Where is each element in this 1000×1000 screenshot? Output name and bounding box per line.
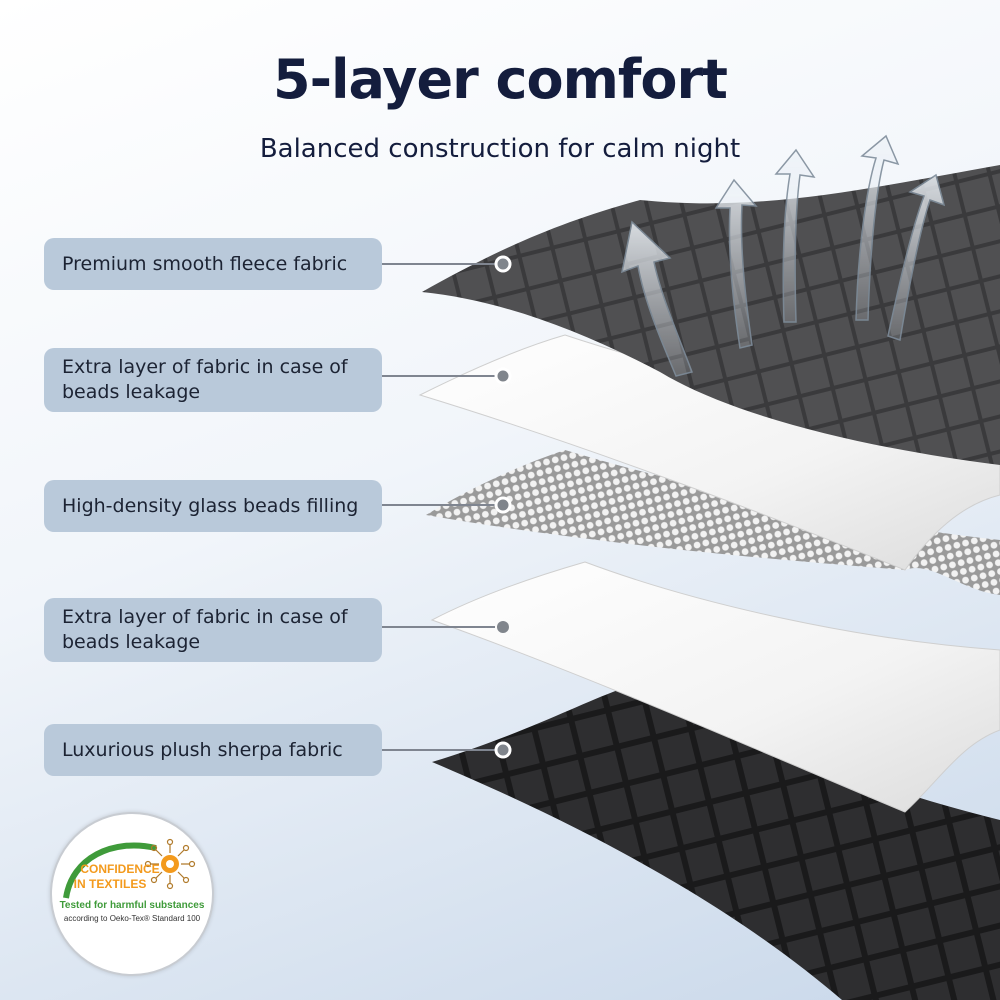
layer-label-beads: High-density glass beads filling (44, 480, 382, 532)
layer-label-fleece: Premium smooth fleece fabric (44, 238, 382, 290)
fleece-layer (422, 165, 1000, 465)
badge-line-2: IN TEXTILES (73, 877, 147, 891)
airflow-arrows (620, 134, 946, 377)
badge-emblem-icon (63, 838, 196, 899)
layer-label-text: Extra layer of fabric in case of beads l… (62, 606, 348, 653)
layer-label-text: Premium smooth fleece fabric (62, 252, 348, 275)
connector-dot-5 (494, 741, 512, 759)
layer-label-fabric-2: Extra layer of fabric in case of beads l… (44, 598, 382, 662)
connector-dot-1 (494, 255, 512, 273)
beads-layer (426, 450, 1000, 595)
oeko-tex-badge: CONFIDENCE IN TEXTILES Tested for harmfu… (50, 812, 214, 976)
badge-line-4: according to Oeko-Tex® Standard 100 (63, 914, 201, 923)
layer-label-sherpa: Luxurious plush sherpa fabric (44, 724, 382, 776)
connector-dot-2 (494, 367, 512, 385)
layer-label-fabric-1: Extra layer of fabric in case of beads l… (44, 348, 382, 412)
layer-label-text: High-density glass beads filling (62, 494, 359, 517)
fabric-layer-1 (418, 334, 1000, 571)
badge-line-1: CONFIDENCE (80, 862, 160, 876)
badge-line-3: Tested for harmful substances (59, 900, 205, 911)
connector-dot-4 (497, 621, 509, 633)
page-title: 5-layer comfort (273, 48, 728, 111)
connector-dot-3 (494, 496, 512, 514)
page-subtitle: Balanced construction for calm night (259, 134, 741, 164)
layer-label-text: Luxurious plush sherpa fabric (62, 738, 343, 761)
layer-label-text: Extra layer of fabric in case of beads l… (62, 356, 348, 403)
sherpa-layer (432, 690, 1000, 1000)
fabric-layer-2 (430, 561, 1000, 813)
